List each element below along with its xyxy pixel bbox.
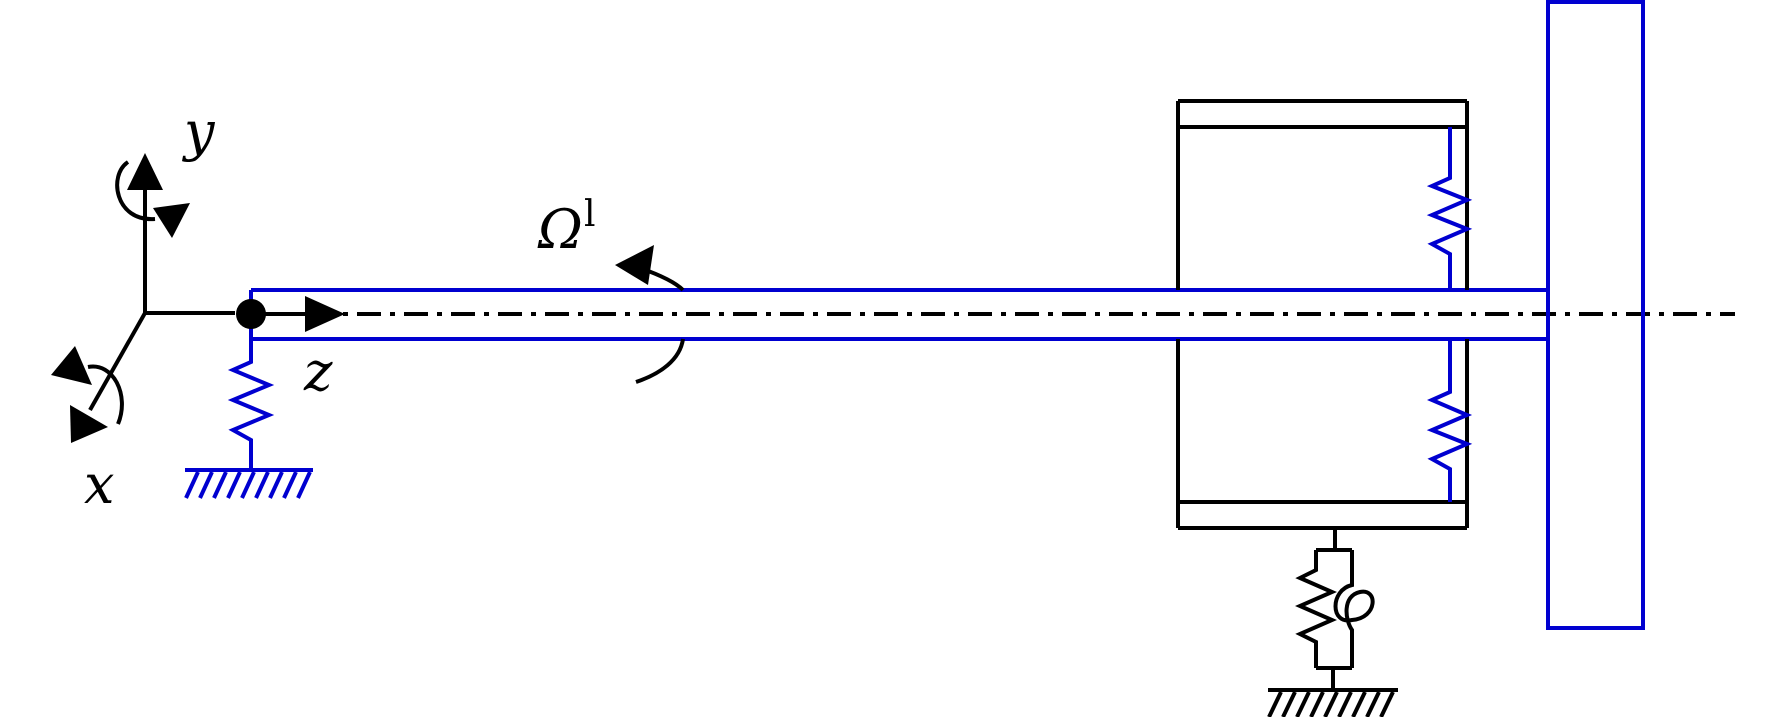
x-axis-line [88,312,147,411]
omega-label: Ω [537,198,583,261]
axis-label-x: x [84,453,114,516]
x-axis-arrowhead [70,405,108,443]
bearing-springs [1426,127,1473,502]
rotor-disk [1546,0,1645,630]
bearing-support [1267,528,1398,717]
left-support [184,339,313,499]
omega-arc-bottom [635,338,685,384]
omega-rotation-arrow [635,266,685,384]
left-ground-hatch [184,471,312,499]
bearing-housing [1176,99,1469,530]
axis-label-z: z [303,340,333,403]
support-ground-hatch [1267,691,1395,717]
y-axis-arrowhead [127,153,163,190]
left-spring [227,339,275,470]
x-rotation-arrow [87,364,124,425]
bearing-upper-spring [1426,127,1473,290]
omega-superscript: l [584,194,596,235]
omega-arrowhead [615,245,654,285]
bearing-lower-spring [1426,339,1473,502]
support-damper-coil [1333,550,1375,668]
y-rotation-arrowhead [153,203,190,238]
z-axis-arrowhead [305,296,345,332]
support-spring [1295,550,1337,668]
x-rotation-arrowhead [51,346,92,385]
coordinate-system [51,153,235,443]
axis-label-y: y [182,100,216,163]
y-rotation-arrow [115,160,156,222]
